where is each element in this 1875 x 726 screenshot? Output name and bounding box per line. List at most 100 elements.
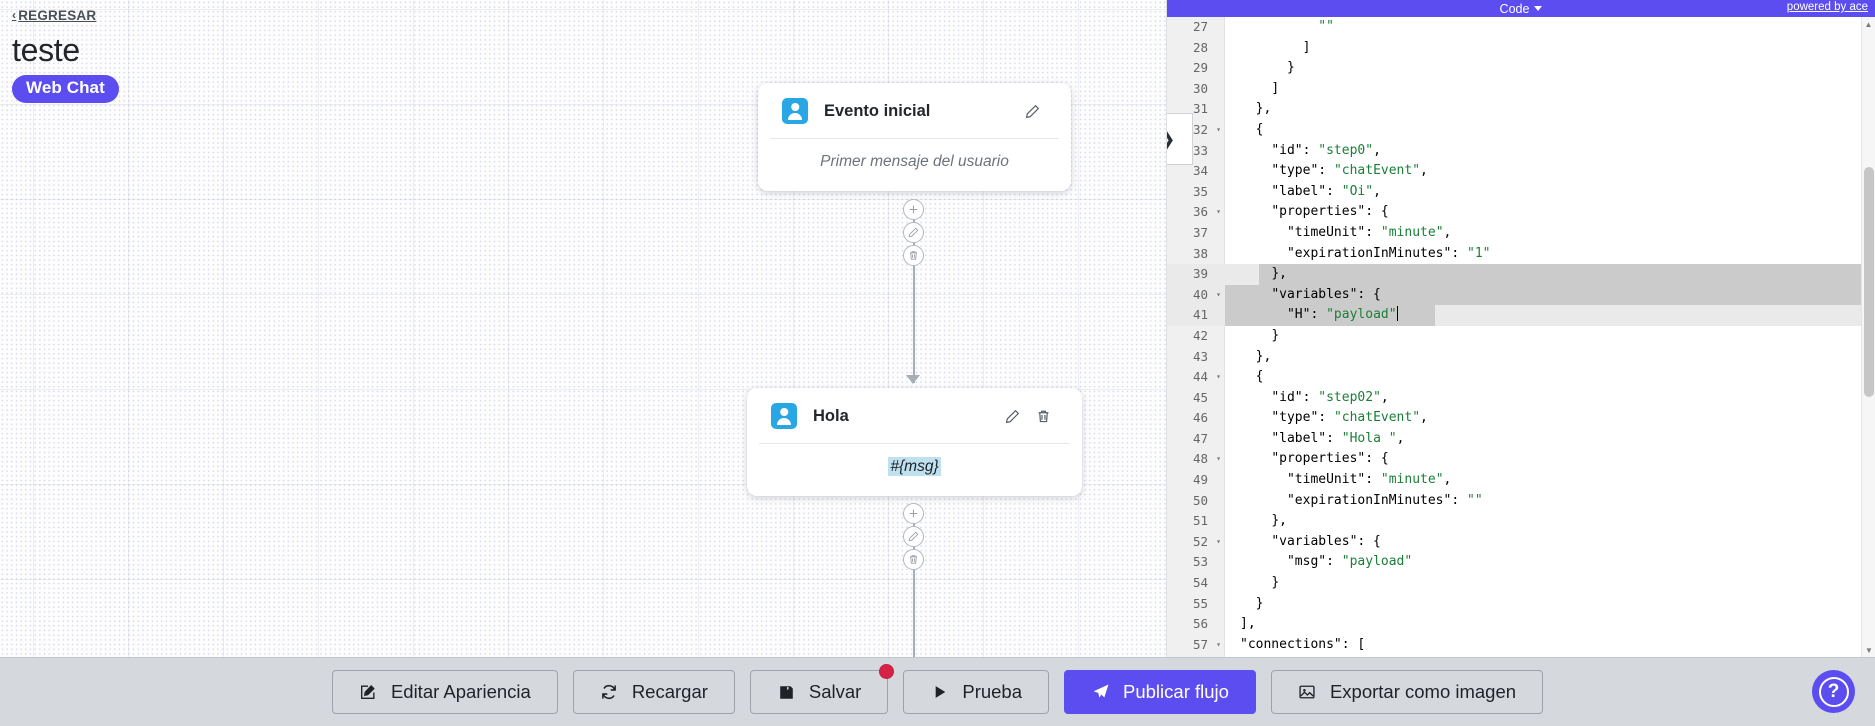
code-line[interactable]: 35 "label": "Oi", — [1167, 182, 1875, 203]
code-line[interactable]: 39 }, — [1167, 264, 1875, 285]
json-string: "" — [1318, 19, 1334, 34]
powered-by-link[interactable]: powered by ace — [1786, 1, 1868, 13]
line-number: 47 — [1192, 430, 1208, 446]
chevron-left-icon: ‹ — [12, 8, 17, 22]
indent-guide — [1256, 472, 1272, 487]
node-title: Evento inicial — [824, 101, 931, 120]
code-line[interactable]: 49 "timeUnit": "minute", — [1167, 470, 1875, 491]
fold-arrow-icon[interactable]: ▾ — [1216, 207, 1221, 217]
line-number: 51 — [1192, 513, 1208, 529]
editar-apariencia-button[interactable]: Editar Apariencia — [331, 670, 558, 714]
code-line[interactable]: 55 } — [1167, 594, 1875, 615]
indent-guide — [1256, 287, 1272, 302]
prueba-button[interactable]: Prueba — [903, 670, 1050, 714]
code-line[interactable]: 48▾ "properties": { — [1167, 449, 1875, 470]
code-line[interactable]: 50 "expirationInMinutes": "" — [1167, 491, 1875, 512]
indent-guide — [1240, 266, 1256, 281]
plus-icon[interactable] — [903, 199, 924, 220]
code-line[interactable]: 42 } — [1167, 326, 1875, 347]
fold-arrow-icon[interactable]: ▾ — [1216, 454, 1221, 464]
pencil-icon[interactable] — [903, 526, 924, 547]
edit-icon[interactable] — [1024, 103, 1041, 120]
indent-guide — [1271, 246, 1287, 261]
json-key: "id" — [1271, 142, 1303, 158]
node-evento-inicial[interactable]: Evento inicial Primer mensaje del usuari… — [758, 83, 1071, 191]
recargar-button[interactable]: Recargar — [572, 670, 735, 714]
code-line[interactable]: 47 "label": "Hola ", — [1167, 429, 1875, 450]
plus-icon[interactable] — [903, 503, 924, 524]
indent-guide — [1240, 513, 1256, 528]
indent-guide — [1240, 451, 1256, 466]
code-line[interactable]: 34 "type": "chatEvent", — [1167, 161, 1875, 182]
fold-arrow-icon[interactable]: ▾ — [1216, 372, 1221, 382]
code-line[interactable]: 53 "msg": "payload" — [1167, 552, 1875, 573]
fold-arrow-icon[interactable]: ▾ — [1216, 124, 1221, 134]
editar-apariencia-label: Editar Apariencia — [390, 681, 531, 702]
pencil-square-icon — [359, 683, 378, 702]
fold-arrow-icon[interactable]: ▾ — [1216, 639, 1221, 649]
code-line[interactable]: 40▾ "variables": { — [1167, 284, 1875, 306]
line-number: 49 — [1192, 472, 1208, 488]
code-line[interactable]: 54 } — [1167, 573, 1875, 594]
line-number: 33 — [1192, 142, 1208, 158]
publicar-flujo-button[interactable]: Publicar flujo — [1064, 670, 1256, 714]
chevron-down-icon — [1534, 6, 1543, 11]
code-line-text: "label": "Oi", — [1225, 182, 1381, 203]
code-panel-title-dropdown[interactable]: Code — [1500, 2, 1543, 16]
code-line[interactable]: 57▾"connections": [ — [1167, 635, 1875, 656]
code-line[interactable]: 43 }, — [1167, 347, 1875, 368]
code-line[interactable]: 31 }, — [1167, 99, 1875, 120]
code-line[interactable]: 29 } — [1167, 58, 1875, 79]
scrollbar-thumb[interactable] — [1864, 167, 1874, 397]
code-line[interactable]: 52▾ "variables": { — [1167, 532, 1875, 553]
line-number: 36▾ — [1167, 202, 1225, 223]
editor-vertical-scrollbar[interactable]: ▲ ▼ — [1861, 17, 1875, 657]
code-line[interactable]: 32▾ { — [1167, 120, 1875, 141]
code-line[interactable]: 37 "timeUnit": "minute", — [1167, 223, 1875, 244]
node-hola[interactable]: Hola #{msg} — [747, 388, 1082, 496]
code-line[interactable]: 38 "expirationInMinutes": "1" — [1167, 244, 1875, 265]
question-mark-icon: ? — [1818, 676, 1849, 707]
back-link[interactable]: ‹REGRESAR — [12, 8, 96, 23]
code-line[interactable]: 33 "id": "step0", — [1167, 141, 1875, 162]
code-line[interactable]: 51 }, — [1167, 511, 1875, 532]
indent-guide — [1256, 143, 1272, 158]
code-fold-toggle-button[interactable]: ❯ — [1167, 113, 1193, 165]
indent-guide — [1271, 554, 1287, 569]
exportar-imagen-button[interactable]: Exportar como imagen — [1270, 670, 1544, 714]
salvar-button[interactable]: Salvar — [749, 664, 895, 714]
edge-start-to-hola — [913, 205, 915, 383]
code-editor[interactable]: 27 ""28 ]29 }30 ]31 },32▾ {33 "id": "ste… — [1167, 17, 1875, 657]
flow-canvas[interactable]: ‹REGRESAR teste Web Chat Evento inicial … — [0, 0, 1166, 657]
code-line[interactable]: 36▾ "properties": { — [1167, 202, 1875, 223]
fold-arrow-icon[interactable]: ▾ — [1216, 289, 1221, 299]
code-line[interactable]: 56], — [1167, 614, 1875, 635]
line-number: 55 — [1192, 595, 1208, 611]
trash-icon[interactable] — [903, 549, 924, 570]
indent-guide — [1256, 307, 1272, 322]
delete-icon[interactable] — [1035, 408, 1052, 425]
code-line[interactable]: 44▾ { — [1167, 367, 1875, 388]
line-number: 41 — [1192, 307, 1208, 323]
node-body-text: Primer mensaje del usuario — [820, 153, 1009, 170]
code-line[interactable]: 41 "H": "payload" — [1167, 305, 1875, 326]
code-line[interactable]: 27 "" — [1167, 17, 1875, 38]
edit-icon[interactable] — [1004, 408, 1021, 425]
code-line-text: }, — [1225, 99, 1272, 120]
indent-guide — [1240, 163, 1256, 178]
help-button[interactable]: ? — [1812, 670, 1855, 713]
code-line[interactable]: 28 ] — [1167, 38, 1875, 59]
code-line-text: "timeUnit": "minute", — [1225, 223, 1451, 244]
fold-arrow-icon[interactable]: ▾ — [1216, 536, 1221, 546]
indent-guide — [1256, 163, 1272, 178]
code-line[interactable]: 30 ] — [1167, 79, 1875, 100]
trash-icon[interactable] — [903, 245, 924, 266]
code-line-text: "variables": { — [1225, 532, 1381, 553]
indent-guide — [1271, 40, 1287, 55]
scroll-up-arrow-icon[interactable]: ▲ — [1864, 19, 1873, 29]
indent-guide — [1256, 554, 1272, 569]
scroll-down-arrow-icon[interactable]: ▼ — [1865, 645, 1873, 655]
pencil-icon[interactable] — [903, 222, 924, 243]
code-line[interactable]: 46 "type": "chatEvent", — [1167, 408, 1875, 429]
code-line[interactable]: 45 "id": "step02", — [1167, 388, 1875, 409]
